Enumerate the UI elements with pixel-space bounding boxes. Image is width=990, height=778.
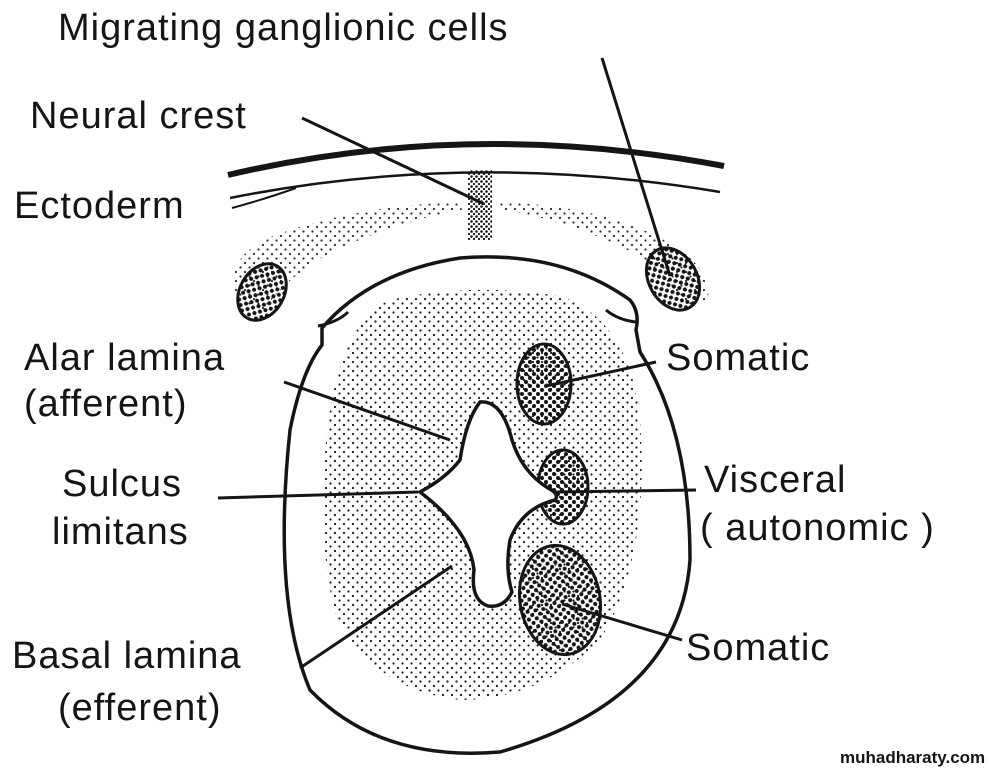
- label-neural-crest: Neural crest: [30, 95, 247, 137]
- somatic-afferent-column: [515, 342, 573, 426]
- dorsal-notches: [317, 308, 637, 328]
- watermark: muhadharaty.com: [840, 748, 986, 767]
- neural-crest-region: [468, 170, 492, 240]
- label-autonomic: ( autonomic ): [700, 507, 935, 549]
- ganglion-right: [644, 246, 702, 312]
- label-somatic-bottom: Somatic: [686, 627, 831, 669]
- label-limitans: limitans: [52, 511, 189, 553]
- label-migrating-ganglionic-cells: Migrating ganglionic cells: [58, 7, 509, 49]
- label-alar-lamina: Alar lamina: [24, 337, 226, 379]
- somatic-efferent-column: [517, 543, 603, 657]
- label-somatic-top: Somatic: [666, 337, 811, 379]
- label-sulcus: Sulcus: [62, 463, 183, 505]
- label-efferent: (efferent): [58, 687, 222, 729]
- label-basal-lamina: Basal lamina: [12, 635, 242, 677]
- label-ectoderm: Ectoderm: [14, 185, 185, 227]
- label-visceral: Visceral: [704, 459, 847, 501]
- central-canal: [416, 400, 559, 608]
- ganglion-left: [236, 262, 288, 322]
- label-afferent: (afferent): [24, 383, 188, 425]
- leader-lines: [217, 57, 697, 670]
